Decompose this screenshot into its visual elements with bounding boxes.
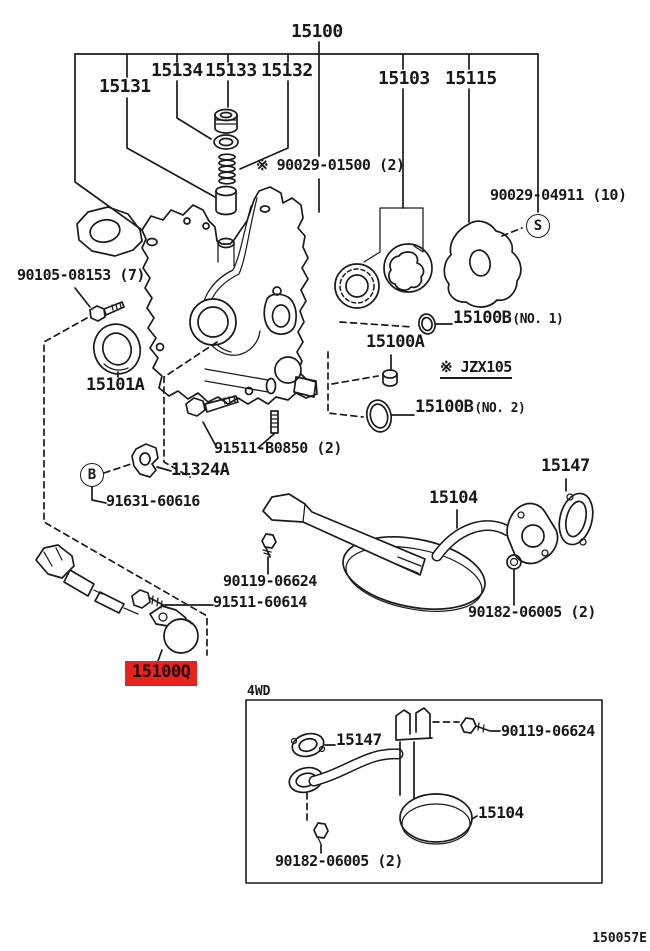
oring-15100b-no1: [418, 313, 436, 335]
part-label-15101A[interactable]: 15101A: [86, 375, 145, 395]
part-label-15100A-text: 15100A: [366, 332, 425, 352]
part-label-15100Q[interactable]: 15100Q: [125, 661, 198, 686]
part-label-inset-90182-06005[interactable]: 90182-06005 (2): [275, 852, 403, 870]
oil-strainer-2wd: [261, 492, 594, 612]
part-label-90119-06624-text: 90119-06624: [223, 572, 317, 590]
sensor-assembly-15100q: [35, 544, 199, 654]
part-label-inset-15104[interactable]: 15104: [478, 803, 524, 822]
dashed-outlines: [43, 227, 523, 656]
part-label-15100-text: 15100: [291, 21, 343, 42]
inset-strainer-pipe: [308, 707, 473, 845]
leader-lines: [74, 287, 567, 662]
part-label-inset-90119-06624-text: 90119-06624: [501, 722, 595, 740]
part-label-15133-text: 15133: [205, 60, 257, 81]
part-label-15100[interactable]: 15100: [291, 21, 343, 42]
part-label-15115-text: 15115: [445, 68, 497, 89]
gasket-15147: [558, 492, 594, 546]
inset-4wd: [245, 699, 603, 884]
part-label-90029-04911[interactable]: 90029-04911 (10): [490, 186, 627, 204]
part-label-91511-60614[interactable]: 91511-60614: [213, 593, 307, 611]
part-label-15100B-no2-suffix: (NO. 2): [474, 401, 526, 416]
part-label-JZX105[interactable]: ※ JZX105: [440, 358, 512, 379]
part-label-90029-01500-text: ※ 90029-01500 (2): [256, 156, 405, 174]
s-badge[interactable]: S: [526, 214, 550, 238]
part-label-15115[interactable]: 15115: [445, 68, 497, 89]
bolts-91511-b0850: [185, 395, 279, 434]
part-label-90182-06005[interactable]: 90182-06005 (2): [468, 603, 596, 621]
b-badge[interactable]: B: [80, 463, 104, 487]
inset-bolt-90182: [313, 822, 329, 845]
part-label-90182-06005-text: 90182-06005 (2): [468, 603, 596, 621]
part-label-15101A-text: 15101A: [86, 375, 145, 395]
part-label-15131[interactable]: 15131: [99, 76, 151, 97]
figure-code: 150057E: [592, 931, 647, 946]
part-label-91511-60614-text: 91511-60614: [213, 593, 307, 611]
part-label-91631-60616-text: 91631-60616: [106, 492, 200, 510]
bolt-90119-06624: [261, 533, 277, 558]
part-label-15132-text: 15132: [261, 60, 313, 81]
part-label-15100B-no1-suffix: (NO. 1): [512, 312, 564, 327]
part-label-91631-60616[interactable]: 91631-60616: [106, 492, 200, 510]
part-label-JZX105-text: ※ JZX105: [440, 358, 512, 376]
bolt-90105-08153: [89, 301, 125, 322]
part-label-15133[interactable]: 15133: [205, 60, 257, 81]
part-label-15103[interactable]: 15103: [378, 68, 430, 89]
part-label-15103-text: 15103: [378, 68, 430, 89]
pump-body-drawing: [76, 186, 318, 405]
part-label-15104[interactable]: 15104: [429, 488, 478, 508]
part-label-15132[interactable]: 15132: [261, 60, 313, 81]
rotor-set-15103: [334, 207, 433, 309]
part-label-90105-08153[interactable]: 90105-08153 (7): [17, 266, 145, 284]
part-label-15147-text: 15147: [541, 456, 590, 476]
stay-11324a: [131, 443, 159, 478]
part-label-inset-90119-06624[interactable]: 90119-06624: [501, 722, 595, 740]
part-label-90105-08153-text: 90105-08153 (7): [17, 266, 145, 284]
part-label-91511-B0850[interactable]: 91511-B0850 (2): [214, 439, 342, 457]
part-label-15100A[interactable]: 15100A: [366, 332, 425, 352]
inset-dashed-lines: [306, 721, 460, 822]
part-label-15100B-no1[interactable]: 15100B(NO. 1): [453, 308, 564, 328]
part-label-90029-01500[interactable]: ※ 90029-01500 (2): [256, 156, 405, 174]
plug-15100a: [382, 369, 398, 387]
part-label-inset-15147-text: 15147: [336, 730, 382, 749]
inset-4wd-title: 4WD: [247, 684, 271, 699]
oil-seal-15101a: [92, 323, 142, 375]
inset-leader-lines: [320, 730, 501, 854]
part-label-91511-B0850-text: 91511-B0850 (2): [214, 439, 342, 457]
part-label-inset-90182-06005-text: 90182-06005 (2): [275, 852, 403, 870]
inset-gasket-15147: [290, 732, 326, 758]
s-badge-letter: S: [533, 218, 543, 234]
part-label-11324A-text: 11324A: [171, 460, 230, 480]
part-label-15131-text: 15131: [99, 76, 151, 97]
inset-bolt-90119: [460, 717, 491, 734]
part-label-15104-text: 15104: [429, 488, 478, 508]
part-label-15134-text: 15134: [151, 60, 203, 81]
part-label-15100B-no2-text: 15100B: [415, 397, 474, 417]
part-label-15100Q-text: 15100Q: [132, 662, 191, 682]
part-label-90119-06624[interactable]: 90119-06624: [223, 572, 317, 590]
part-label-15134[interactable]: 15134: [151, 60, 203, 81]
part-label-inset-15147[interactable]: 15147: [336, 730, 382, 749]
part-label-11324A[interactable]: 11324A: [171, 460, 230, 480]
part-label-90029-04911-text: 90029-04911 (10): [490, 186, 627, 204]
relief-valve-stack: [213, 108, 239, 216]
b-badge-letter: B: [87, 467, 97, 483]
part-label-15100B-no1-text: 15100B: [453, 308, 512, 328]
oring-15100b-no2: [365, 399, 393, 433]
callout-bracket-lines: [74, 41, 539, 231]
part-label-15147[interactable]: 15147: [541, 456, 590, 476]
part-label-15100B-no2[interactable]: 15100B(NO. 2): [415, 397, 526, 417]
part-label-inset-15104-text: 15104: [478, 803, 524, 822]
